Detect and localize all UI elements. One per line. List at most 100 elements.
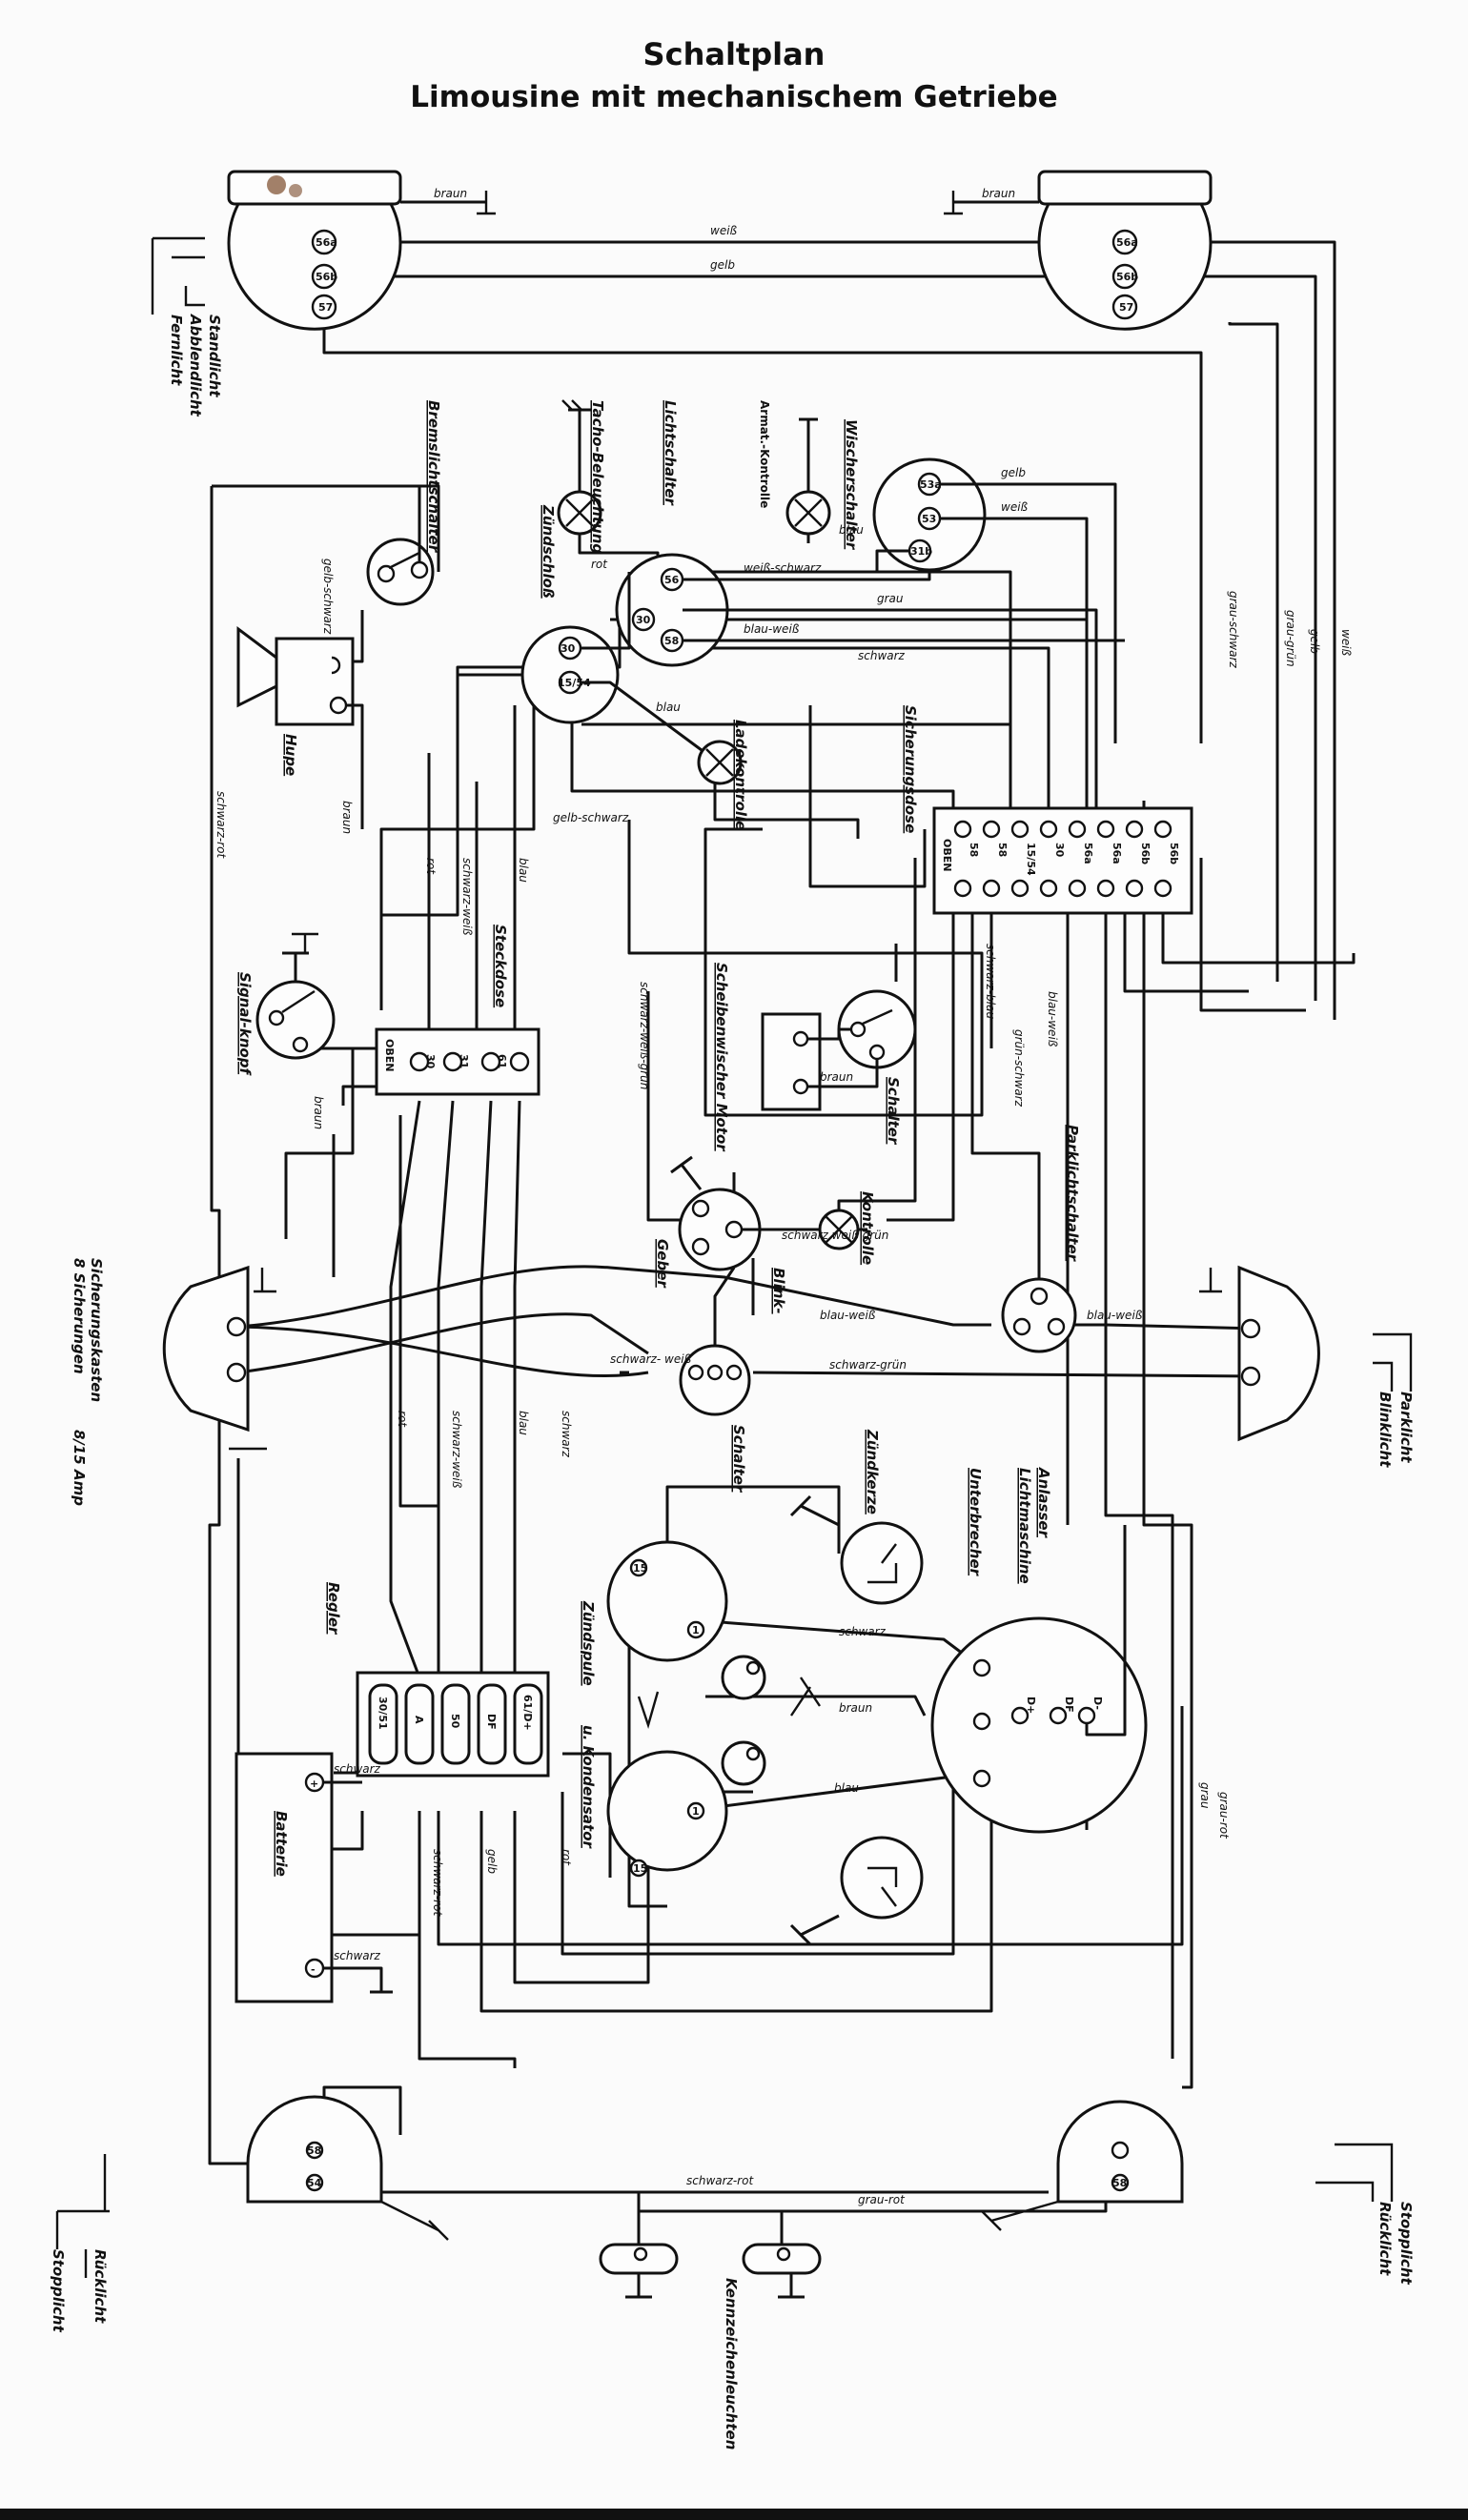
regler-term-61-dplus: 61/D+ [521,1695,534,1731]
wire-label-sw-gruen-b: schwarz weiß grün [782,1229,888,1242]
wire-label-schwarz-batt2: schwarz [334,1949,381,1962]
anlasser-lichtmaschine: D+ DF D- Anlasser Lichtmaschine Unterbre… [930,1467,1231,1839]
legend-standlicht: Standlicht [206,315,223,397]
label-geber: Geber [654,1239,671,1289]
fuse-term-3: 15/54 [1025,843,1037,876]
head-left-term-57: 57 [318,301,333,314]
battery-minus: - [311,1963,316,1976]
head-left-term-56b: 56b [316,271,337,283]
head-left-term-56a: 56a [316,236,337,249]
wire-label-gelb-c: gelb [1308,629,1321,654]
steck-term-30: 30 [424,1054,437,1069]
diagram-subtitle: Limousine mit mechanischem Getriebe [410,80,1058,114]
label-wischerschalter: Wischerschalter [843,419,860,551]
tacho-beleuchtung: Tacho-Beleuchtung [557,400,660,572]
ladekontrolle: Ladekontrolle [697,720,749,830]
steck-oben: OBEN [383,1039,396,1071]
wischer-term-31b: 31b [910,545,932,558]
coil-term-1: 1 [692,1624,700,1636]
label-batterie: Batterie [273,1811,290,1877]
wire-label-blau-regler: blau [517,1411,530,1435]
rear-lamp-left: 58 54 [246,2095,449,2241]
licht-term-30: 30 [636,614,651,626]
wire-label-braun-right: braun [982,187,1015,200]
zuendkerze-bottom [789,1836,924,1946]
wire-label-blau-weiss-c: blau-weiß [820,1309,876,1322]
wire-label-schwarz: schwarz [858,649,906,662]
label-lichtschalter: Lichtschalter [662,400,679,507]
label-lichtmaschine: Lichtmaschine [1016,1468,1033,1584]
wire-label-schwarz-rot: schwarz-rot [214,791,228,859]
wire-label-schwarz-regler: schwarz [560,1411,573,1458]
label-anlasser: Anlasser [1035,1467,1052,1539]
scan-edge-bar [0,2509,1468,2520]
legend-stopplicht-right: Stopplicht [1397,2202,1415,2286]
wire-label-grau-schwarz: grau-schwarz [1227,591,1240,668]
battery-plus: + [310,1778,318,1790]
wire-label-schwarz-weiss: schwarz-weiß [460,858,474,936]
wire-label-blau-weiss: blau-weiß [744,622,800,636]
legend-stopplicht-left: Stopplicht [50,2249,67,2333]
batterie: + - Batterie schwarz schwarz [234,1752,393,2003]
licht-term-58: 58 [664,635,679,647]
wire-label-rot: rot [591,558,608,571]
wire-label-schwarz-rot-b: schwarz-rot [431,1849,444,1917]
front-lamp-right [1199,1265,1320,1442]
regler: 30/51 A 50 DF 61/D+ Regler rot schwarz-w… [325,1411,573,1917]
legend-blinklicht: Blinklicht [1376,1392,1394,1468]
zuend-term-30: 30 [561,642,576,655]
rear-right-term-58: 58 [1112,2177,1127,2189]
label-blink: Blink- [770,1268,787,1314]
wire-label-gelb-schwarz-b: gelb-schwarz [553,811,629,824]
steck-term-31: 31 [458,1054,470,1068]
head-right-term-57: 57 [1119,301,1133,314]
legend-8-sicherungen: 8 Sicherungen [71,1258,88,1374]
wire-label-schwarz-gruen: schwarz-grün [829,1358,907,1372]
wire-label-weiss-schwarz: weiß-schwarz [744,561,822,575]
signalknopf: Signal-knopf braun [236,951,336,1129]
wire-label-braun-hupe: braun [340,801,354,834]
wire-label-schwarz-b: schwarz [839,1625,887,1638]
parklicht-legend: Parklicht Blinklicht [1373,1332,1415,1468]
sicherungsdose: OBEN 58 58 15/54 30 56a 56a 56b 56b Sich… [553,591,1353,1108]
label-armat-kontrolle: Armat.-Kontrolle [758,400,771,508]
steckdose: OBEN 30 31 61 Steckdose rot schwarz-weiß… [214,791,540,1096]
label-kontrolle: Kontrolle [859,1191,876,1265]
fuse-term-1: 58 [968,843,980,857]
legend-ruecklicht-right: Rücklicht [1376,2202,1394,2276]
wire-label-grau-rot: grau-rot [1217,1792,1231,1839]
wire-label-schwarz-batt: schwarz [334,1762,381,1776]
scheibenwischermotor: Scheibenwischer Motor Schalter braun sch… [638,963,917,1152]
wire-label-rot-c: rot [560,1849,573,1866]
head-right-term-56b: 56b [1116,271,1138,283]
wire-label-blau-weiss-b: blau-weiß [1046,991,1059,1047]
wire-label-grau-rot-b: grau-rot [858,2193,906,2206]
rear-left-term-58: 58 [307,2144,321,2157]
bundle-wires [322,1100,1184,2068]
sicherungskasten-legend: Sicherungskasten 8 Sicherungen 8/15 Amp [71,1258,105,1506]
licht-term-56: 56 [664,574,680,586]
wire-label-schwarz-rot-c: schwarz-rot [686,2174,754,2187]
label-regler: Regler [325,1582,342,1636]
wire-label-schwarz-weiss-b: schwarz- weiß [610,1352,692,1366]
label-steckdose: Steckdose [492,925,509,1007]
dyn-term-dminus: D- [1091,1697,1104,1710]
wire-label-schwarz-blau: schwarz-blau [984,944,997,1019]
parklichtschalter: Parklichtschalter blau-weiß blau-weiß [820,1125,1143,1353]
headlight-left-legend: Standlicht Abblendlicht Fernlicht [151,236,223,417]
wire-label-gelb-schwarz: gelb-schwarz [321,559,335,635]
legend-fernlicht: Fernlicht [168,315,185,386]
wire-label-weiss-b: weiß [1001,500,1029,514]
wire-label-schwarz-weiss-gruen: schwarz-weiß-grün [638,982,651,1089]
label-ladekontrolle: Ladekontrolle [732,720,749,830]
wire-label-braun-motor: braun [820,1070,853,1084]
label-zuendkerze: Zündkerze [864,1429,881,1514]
regler-term-df: DF [485,1714,498,1730]
wire-label-schwarz-weiss-c: schwarz-weiß [450,1411,463,1489]
headlight-right: 56a 56b 57 [944,170,1213,331]
dyn-term-df: DF [1063,1697,1075,1713]
wire-label-grau: grau [877,592,904,605]
wire-label-grau-dyn: grau [1198,1782,1212,1809]
ground-symbols [229,399,582,1451]
